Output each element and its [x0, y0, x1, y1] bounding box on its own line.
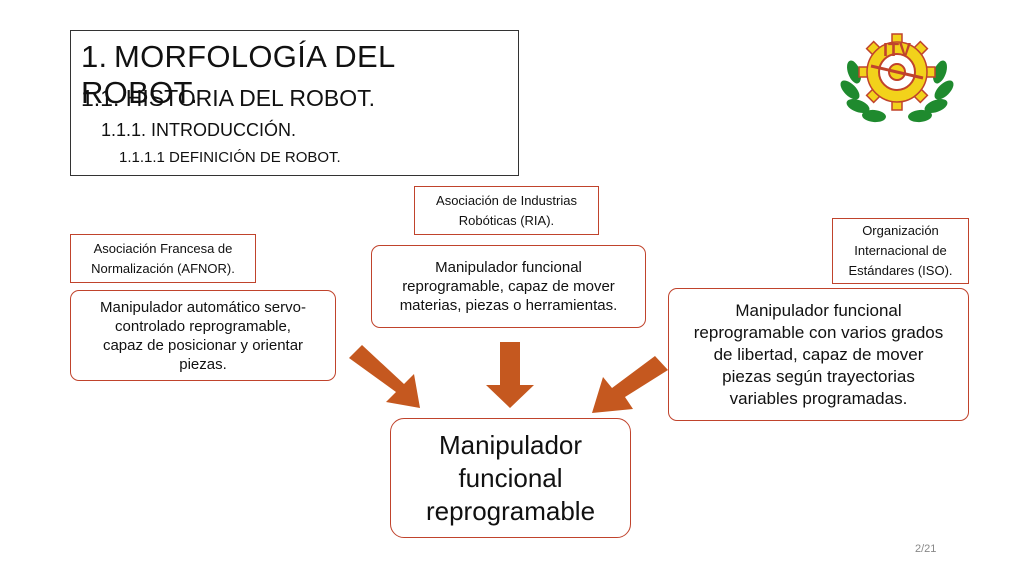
source-ria-line: Robóticas (RIA). — [458, 212, 555, 228]
definition-afnor-line: controlado reprogramable, — [115, 317, 291, 335]
source-afnor: Asociación Francesa de Normalización (AF… — [70, 234, 256, 283]
source-iso: Organización Internacional de Estándares… — [832, 218, 969, 284]
title-subsection: 1.1.1.1 DEFINICIÓN DE ROBOT. — [119, 149, 341, 166]
definition-iso-line: Manipulador funcional — [735, 300, 902, 320]
source-afnor-line: Asociación Francesa de — [93, 240, 233, 256]
definition-iso: Manipulador funcional reprogramable con … — [668, 288, 969, 421]
source-ria-line: Asociación de Industrias — [436, 192, 577, 208]
definition-ria-line: reprogramable, capaz de mover — [402, 278, 615, 295]
source-iso-line: Estándares (ISO). — [848, 263, 953, 278]
definition-ria: Manipulador funcional reprogramable, cap… — [371, 245, 646, 328]
arrow-left — [349, 345, 420, 408]
source-iso-line: Organización — [862, 223, 939, 238]
definition-afnor-line: piezas. — [179, 355, 227, 373]
itv-logo-icon: ITV — [836, 28, 958, 128]
definition-afnor: Manipulador automático servo- controlado… — [70, 290, 336, 381]
logo-text: ITV — [883, 40, 911, 60]
arrow-right — [592, 356, 668, 413]
title-heading: 1. MORFOLOGÍA DEL ROBOT. — [81, 39, 395, 110]
title-box: 1. MORFOLOGÍA DEL ROBOT. 1.1. HISTORIA D… — [70, 30, 519, 176]
source-afnor-line: Normalización (AFNOR). — [91, 260, 235, 276]
title-section: 1.1.1. INTRODUCCIÓN. — [101, 120, 297, 140]
result-line: reprogramable — [425, 495, 596, 526]
definition-ria-line: materias, piezas o herramientas. — [399, 297, 618, 314]
definition-iso-line: variables programadas. — [729, 388, 908, 408]
definition-afnor-line: Manipulador automático servo- — [100, 298, 306, 316]
arrow-center — [486, 342, 534, 408]
result-line: Manipulador — [438, 429, 583, 460]
source-iso-line: Internacional de — [854, 243, 947, 258]
definition-iso-line: de libertad, capaz de mover — [713, 344, 924, 364]
definition-ria-line: Manipulador funcional — [435, 259, 582, 276]
definition-iso-line: piezas según trayectorias — [722, 366, 915, 386]
source-ria: Asociación de Industrias Robóticas (RIA)… — [414, 186, 599, 235]
page-number: 2/21 — [915, 543, 937, 555]
result-line: funcional — [458, 462, 563, 493]
definition-afnor-line: capaz de posicionar y orientar — [102, 336, 304, 354]
definition-iso-line: reprogramable con varios grados — [693, 322, 944, 342]
result-box: Manipulador funcional reprogramable — [390, 418, 631, 538]
title-subheading: 1.1. HISTORIA DEL ROBOT. — [81, 85, 375, 111]
